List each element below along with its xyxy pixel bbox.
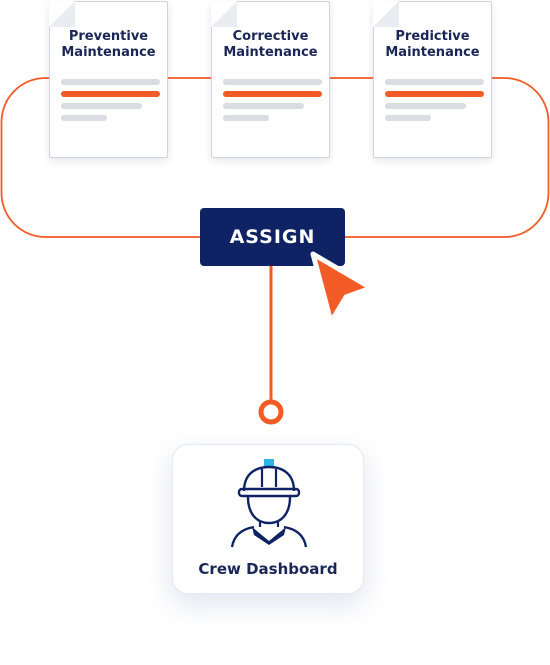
- text-line-placeholder: [385, 79, 484, 85]
- assign-button-label: ASSIGN: [229, 226, 316, 248]
- document-title-line: Preventive: [68, 29, 149, 44]
- highlight-line: [61, 91, 160, 97]
- text-line-placeholder: [61, 103, 142, 109]
- highlight-line: [223, 91, 322, 97]
- text-line-placeholder: [385, 103, 466, 109]
- page-fold-icon: [211, 1, 237, 27]
- text-line-placeholder: [223, 103, 304, 109]
- assign-button[interactable]: ASSIGN: [200, 208, 345, 266]
- worker-helmet-icon: [230, 459, 308, 548]
- document-title-line: Maintenance: [61, 45, 156, 60]
- document-card-preventive[interactable]: Preventive Maintenance: [49, 1, 168, 158]
- page-fold-icon: [373, 1, 399, 27]
- document-title-line: Maintenance: [223, 45, 318, 60]
- text-line-placeholder: [61, 79, 160, 85]
- text-line-placeholder: [223, 79, 322, 85]
- cursor-arrow-icon: [310, 251, 374, 325]
- document-card-predictive[interactable]: Predictive Maintenance: [373, 1, 492, 158]
- text-line-placeholder: [61, 115, 107, 121]
- ring-node-icon: [258, 399, 284, 425]
- document-card-corrective[interactable]: Corrective Maintenance: [211, 1, 330, 158]
- page-fold-icon: [49, 1, 75, 27]
- document-title: Corrective Maintenance: [212, 29, 329, 61]
- crew-dashboard-label: Crew Dashboard: [198, 560, 338, 578]
- document-title: Preventive Maintenance: [50, 29, 167, 61]
- document-title-line: Predictive: [395, 29, 470, 44]
- document-title-line: Maintenance: [385, 45, 480, 60]
- highlight-line: [385, 91, 484, 97]
- document-title-line: Corrective: [232, 29, 309, 44]
- crew-dashboard-card[interactable]: Crew Dashboard: [172, 444, 364, 594]
- document-title: Predictive Maintenance: [374, 29, 491, 61]
- text-line-placeholder: [223, 115, 269, 121]
- text-line-placeholder: [385, 115, 431, 121]
